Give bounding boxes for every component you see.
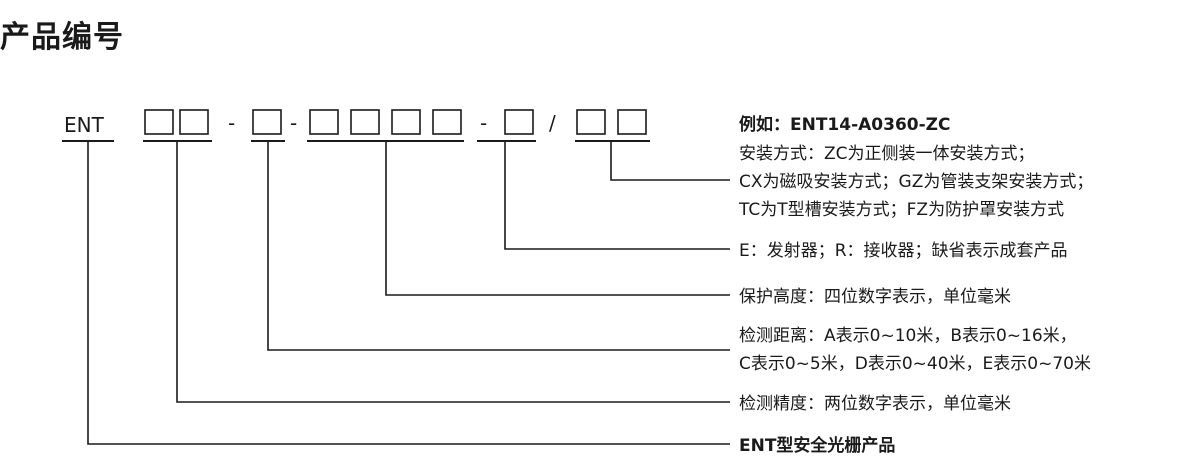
distance-desc-line-2: C表示0~5米，D表示0~40米，E表示0~70米	[739, 354, 1091, 374]
dash-separator: -	[228, 111, 235, 135]
precision-leader	[176, 141, 730, 403]
precision-box-1	[144, 109, 174, 135]
install-desc-line-3: TC为T型槽安装方式；FZ为防护罩安装方式	[738, 200, 1064, 220]
install-box-1	[576, 109, 606, 135]
height-box-4	[432, 109, 462, 135]
height-box-2	[350, 109, 380, 135]
precision-desc: 检测精度：两位数字表示，单位毫米	[739, 394, 1011, 414]
install-box-2	[617, 109, 647, 135]
emitter-box	[504, 109, 534, 135]
distance-box	[252, 109, 282, 135]
product-leader	[87, 141, 730, 445]
page-title: 产品编号	[0, 20, 124, 55]
dash-separator: -	[290, 111, 297, 135]
distance-leader	[267, 141, 730, 351]
height-box-1	[309, 109, 339, 135]
product-desc: ENT型安全光栅产品	[739, 435, 895, 456]
example-text: 例如：ENT14-A0360-ZC	[739, 114, 950, 135]
dash-separator: -	[480, 111, 487, 135]
emitter-desc: E：发射器；R：接收器；缺省表示成套产品	[739, 241, 1068, 261]
code-prefix: ENT	[64, 113, 105, 137]
slash-separator: /	[549, 111, 556, 135]
install-desc-line-1: 安装方式：ZC为正侧装一体安装方式；	[739, 144, 1035, 164]
install-leader	[610, 141, 730, 181]
emitter-leader	[504, 141, 730, 250]
install-desc-line-2: CX为磁吸安装方式；GZ为管装支架安装方式；	[739, 172, 1093, 192]
precision-box-2	[179, 109, 209, 135]
height-box-3	[391, 109, 421, 135]
height-desc: 保护高度：四位数字表示，单位毫米	[739, 287, 1011, 307]
height-leader	[385, 141, 730, 296]
distance-desc-line-1: 检测距离：A表示0~10米，B表示0~16米，	[739, 326, 1077, 346]
